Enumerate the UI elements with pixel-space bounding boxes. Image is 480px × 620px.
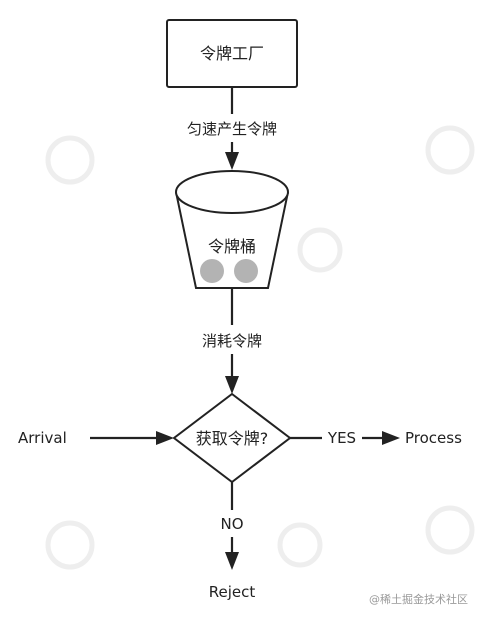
watermark-logo-5: [425, 505, 475, 555]
watermark-logo-1: [45, 135, 95, 185]
token-factory-label: 令牌工厂: [200, 44, 264, 63]
token-dot: [234, 259, 258, 283]
watermark-logo-4: [45, 520, 95, 570]
decision-label: 获取令牌?: [196, 429, 269, 448]
background-watermark-logos: [45, 125, 475, 570]
generate-edge: 匀速产生令牌: [187, 87, 277, 170]
process-label: Process: [405, 429, 462, 447]
generate-edge-label: 匀速产生令牌: [187, 120, 277, 138]
arrival-edge: Arrival: [18, 429, 174, 447]
yes-arrowhead: [382, 431, 400, 445]
no-arrowhead: [225, 552, 239, 570]
no-edge-label: NO: [220, 515, 243, 533]
watermark-logo-2: [425, 125, 475, 175]
token-factory-node: 令牌工厂: [166, 19, 298, 88]
token-bucket-node: 令牌桶: [175, 170, 289, 289]
yes-edge: YES Process: [290, 429, 462, 447]
arrival-label: Arrival: [18, 429, 67, 447]
watermark-logo-6: [277, 522, 323, 568]
token-dot: [200, 259, 224, 283]
token-bucket-rim: [175, 170, 289, 214]
consume-edge: 消耗令牌: [202, 288, 262, 394]
generate-arrowhead: [225, 152, 239, 170]
yes-edge-label: YES: [327, 429, 356, 447]
decision-node: 获取令牌?: [172, 392, 292, 484]
watermark-text: @稀土掘金技术社区: [369, 592, 468, 606]
reject-label: Reject: [209, 583, 256, 601]
consume-edge-label: 消耗令牌: [202, 332, 262, 350]
consume-arrowhead: [225, 376, 239, 394]
arrival-arrowhead: [156, 431, 174, 445]
watermark-logo-3: [297, 227, 343, 273]
token-bucket-label: 令牌桶: [208, 237, 256, 256]
no-edge: NO Reject: [209, 482, 256, 601]
